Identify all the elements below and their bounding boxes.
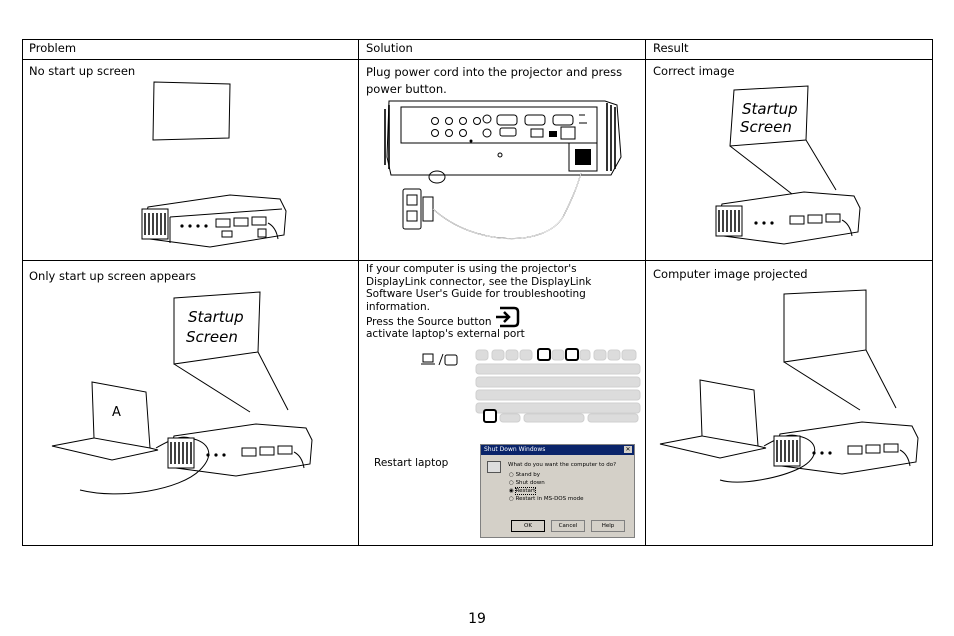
result-screen-label-1: Startup: [742, 100, 798, 118]
shutdown-dialog-titlebar: Shut Down Windows ✕: [481, 445, 634, 455]
row1-solution: Plug power cord into the projector and p…: [366, 65, 623, 96]
problem-screen-label-1: Startup: [188, 308, 244, 326]
table-border-bottom: [22, 545, 933, 546]
table-col-divider-1: [358, 39, 359, 546]
radio-icon: ○: [509, 480, 516, 486]
cancel-button[interactable]: Cancel: [551, 520, 585, 532]
table-border-right: [932, 39, 933, 546]
row1-problem: No start up screen: [29, 64, 136, 78]
row2-problem: Only start up screen appears: [29, 269, 197, 283]
row2-solution-source-a: Press the Source button: [366, 316, 492, 328]
option-shut-down-label: Shut down: [515, 480, 545, 486]
projector-back-panel-illustration: [384, 100, 622, 240]
header-problem: Problem: [29, 41, 77, 55]
row1-result: Correct image: [653, 64, 735, 78]
laptop-screen-letter: A: [112, 405, 121, 420]
projector-startup-screen-illustration: Startup Screen: [715, 85, 861, 245]
radio-icon: ○: [509, 472, 516, 478]
option-shut-down[interactable]: ○ Shut down: [509, 479, 583, 487]
header-result: Result: [653, 41, 689, 55]
table-header-divider: [22, 59, 933, 60]
computer-icon: [487, 461, 501, 473]
option-stand-by[interactable]: ○ Stand by: [509, 471, 583, 479]
row2-solution-displaylink: If your computer is using the projector'…: [366, 263, 592, 313]
table-row-divider: [22, 260, 933, 261]
keyboard-illustration: [475, 348, 641, 423]
table-border-top: [22, 39, 933, 40]
row2-restart-label: Restart laptop: [374, 457, 449, 469]
close-icon[interactable]: ✕: [624, 446, 632, 453]
problem-screen-label-2: Screen: [186, 328, 238, 346]
shutdown-dialog: Shut Down Windows ✕ What do you want the…: [480, 444, 635, 538]
option-restart-msdos[interactable]: ○ Restart in MS-DOS mode: [509, 495, 583, 503]
shutdown-dialog-title: Shut Down Windows: [484, 446, 546, 453]
page-number: 19: [468, 611, 486, 627]
option-restart-msdos-label: Restart in MS-DOS mode: [515, 496, 584, 502]
help-button[interactable]: Help: [591, 520, 625, 532]
table-col-divider-2: [645, 39, 646, 546]
result-screen-label-2: Screen: [740, 118, 792, 136]
laptop-projector-computer-image-illustration: [659, 289, 919, 483]
header-solution: Solution: [366, 41, 413, 55]
option-restart[interactable]: ◉ Restart: [509, 487, 583, 495]
external-port-icon: [421, 353, 458, 366]
radio-icon: ○: [509, 496, 516, 502]
blank-screen-illustration: [152, 81, 231, 141]
ok-button[interactable]: OK: [511, 520, 545, 532]
option-stand-by-label: Stand by: [515, 472, 541, 478]
projector-illustration: [141, 194, 287, 248]
laptop-projector-startup-illustration: Startup Screen A: [51, 291, 313, 495]
shutdown-dialog-question: What do you want the computer to do?: [508, 462, 617, 468]
radio-selected-icon: ◉: [509, 488, 516, 494]
row2-solution-source-b: activate laptop's external port: [366, 328, 525, 340]
source-button-icon: [496, 306, 520, 328]
option-restart-label: Restart: [514, 487, 537, 495]
table-border-left: [22, 39, 23, 546]
row2-result: Computer image projected: [653, 267, 808, 281]
